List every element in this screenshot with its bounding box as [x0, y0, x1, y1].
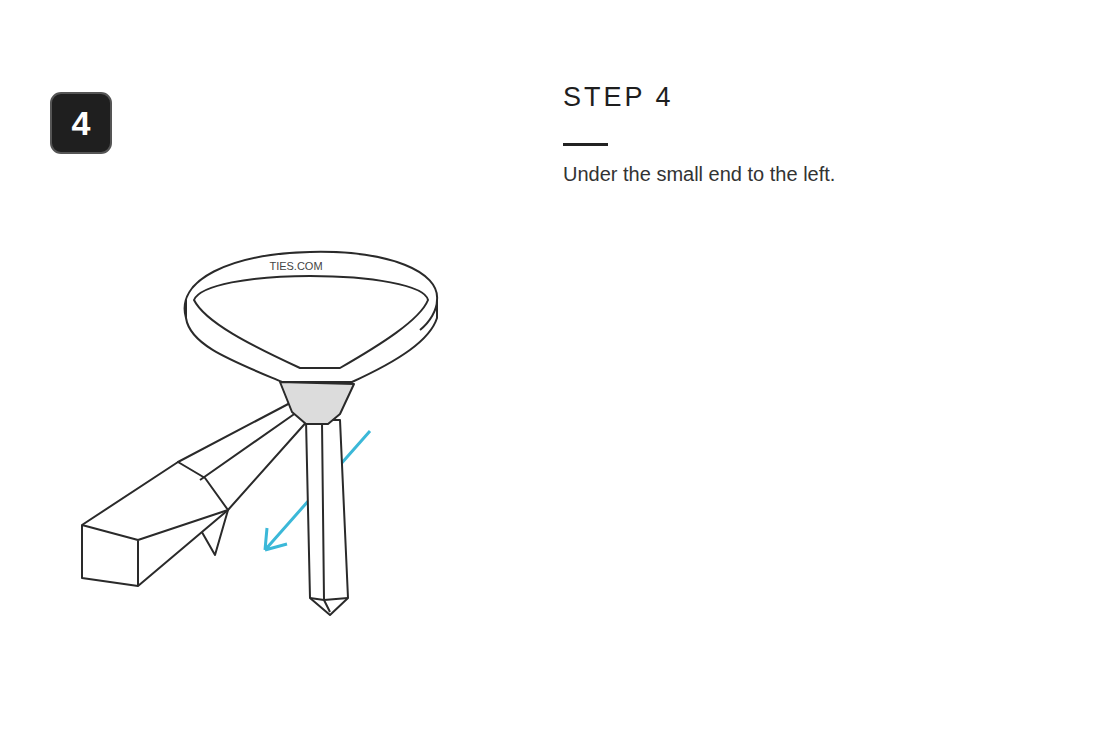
tie-knot: [280, 382, 354, 424]
narrow-end: [306, 420, 348, 615]
wide-end-fold: [82, 462, 228, 586]
wide-end-crease: [82, 410, 300, 586]
step-number-badge: 4: [50, 92, 112, 154]
collar-band: [185, 252, 438, 382]
brand-watermark: TIES.COM: [269, 260, 322, 272]
step-instruction: Under the small end to the left.: [563, 163, 835, 186]
collar-inner: [194, 276, 428, 368]
narrow-end-seam: [310, 422, 348, 612]
title-rule: [563, 143, 608, 146]
collar-edge: [186, 300, 437, 330]
step-number: 4: [72, 104, 91, 143]
step-title: STEP 4: [563, 82, 674, 113]
